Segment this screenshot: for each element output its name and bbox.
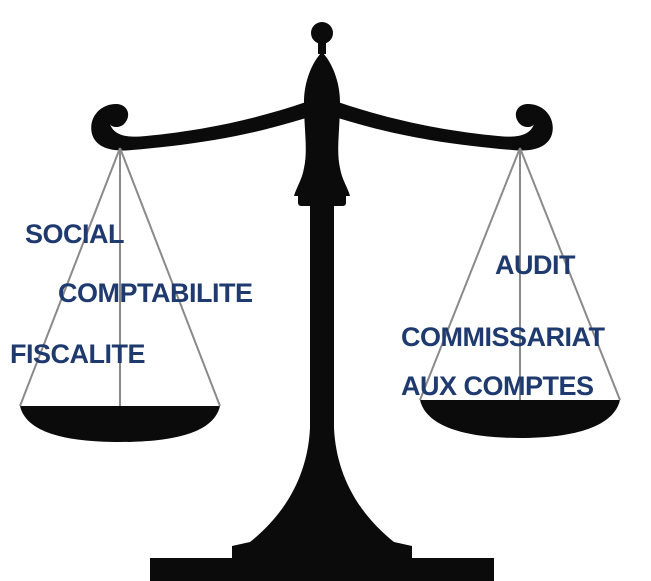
label-audit: AUDIT [495, 250, 576, 280]
label-social: SOCIAL [25, 219, 125, 249]
label-aux-comptes: AUX COMPTES [401, 371, 594, 401]
right-pan [420, 400, 620, 438]
label-comptabilite: COMPTABILITE [58, 278, 253, 308]
finial-neck [318, 42, 326, 54]
scale-head [294, 52, 350, 196]
left-string-inner [119, 147, 221, 407]
right-string-outer [519, 147, 621, 401]
scale-base [232, 428, 412, 560]
pillar [310, 204, 334, 430]
base-plinth [150, 558, 494, 581]
left-pan [20, 406, 220, 442]
collar [298, 192, 346, 206]
right-string-inner [419, 147, 521, 401]
beam-right-arm [338, 102, 553, 151]
beam-left-arm [91, 102, 307, 151]
finial-knob [311, 22, 333, 44]
left-string-outer [19, 147, 121, 407]
label-fiscalite: FISCALITE [10, 339, 146, 369]
label-commissariat: COMMISSARIAT [401, 322, 605, 352]
